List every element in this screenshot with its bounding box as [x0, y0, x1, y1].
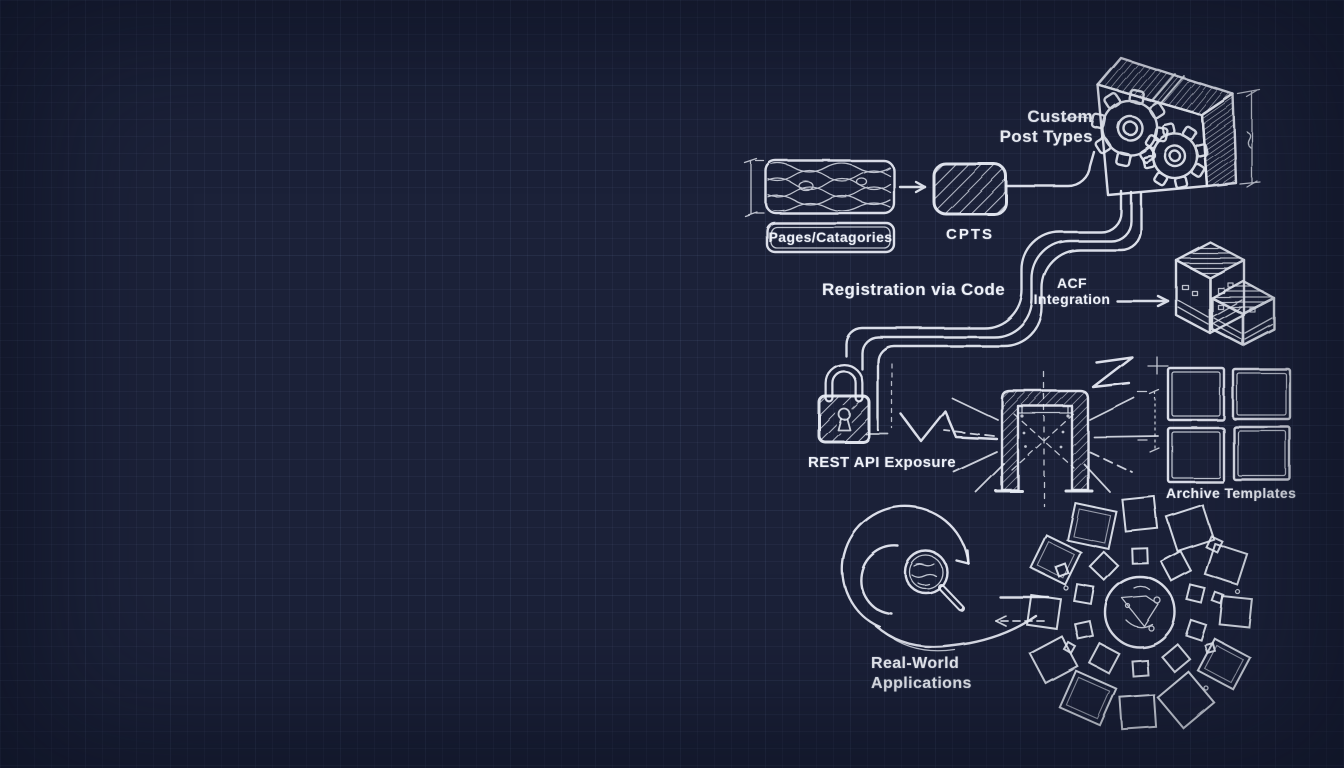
pages-categories-label-box	[765, 221, 896, 254]
connector-cpts-to-gearbox	[1004, 150, 1096, 188]
label-line: ACF	[1057, 275, 1087, 291]
label-line: Custom	[1027, 107, 1093, 126]
label-cpts: CPTS	[945, 226, 994, 243]
zigzag-line	[899, 409, 999, 443]
label-line: Post Types	[999, 127, 1093, 146]
z-mark	[1091, 355, 1134, 389]
label-leader-line	[1061, 116, 1089, 122]
label-registration-via-code: Registration via Code	[822, 280, 1006, 299]
label-pages-categories: Pages/Catagories	[768, 229, 893, 245]
label-rest-api-exposure: REST API Exposure	[808, 454, 956, 471]
arrow-acf-to-servers	[1115, 294, 1170, 308]
label-line: Integration	[1033, 291, 1111, 307]
label-line: Applications	[871, 675, 972, 692]
radial-tiles-globe-icon	[1025, 495, 1254, 731]
padlock-icon	[817, 363, 871, 444]
label-archive-templates: Archive Templates	[1166, 485, 1297, 501]
wire-bundle-icon	[844, 189, 1143, 435]
wood-grain-panel-icon	[744, 158, 896, 217]
label-custom-post-types: Custom Post Types	[943, 107, 1093, 147]
search-loop-icon	[841, 505, 1050, 652]
label-acf-integration: ACF Integration	[1012, 275, 1132, 307]
connector-to-burst	[995, 595, 1050, 627]
gear-icon	[1141, 122, 1209, 190]
label-real-world-applications: Real-World Applications	[871, 654, 972, 694]
template-grid-icon	[1137, 356, 1292, 484]
arrow-pages-to-cpts	[898, 180, 927, 194]
gear-box-icon	[1061, 56, 1261, 197]
doorway-rays-icon	[943, 355, 1159, 507]
dimension-marks	[1137, 356, 1169, 453]
hatched-box-icon	[932, 162, 1008, 216]
magnifier-icon	[903, 549, 965, 612]
label-line: Real-World	[871, 655, 960, 672]
server-cubes-icon	[1174, 240, 1276, 347]
dimension-line	[1237, 89, 1261, 188]
